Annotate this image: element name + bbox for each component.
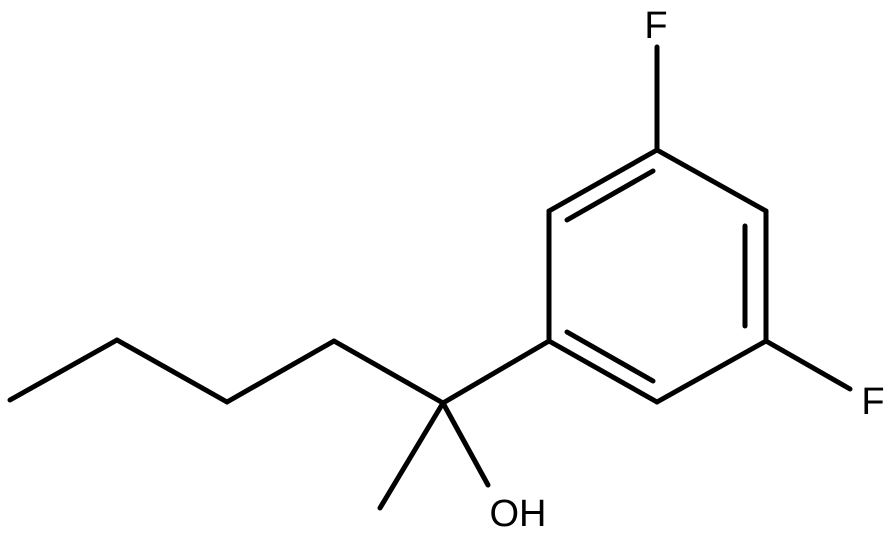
bond-quaternary-carbon-hydroxyl	[440, 400, 491, 488]
fluorine-top-label: F	[644, 5, 667, 47]
ring-inner-double-bond-bottom-left	[564, 329, 656, 384]
ring-bond-3	[654, 147, 769, 214]
hydroxyl-label: OH	[490, 493, 547, 535]
ring-bond-5	[654, 338, 769, 405]
ring-bond-2	[546, 147, 660, 214]
butyl-chain	[7, 337, 446, 406]
ring-bond-6	[546, 338, 660, 405]
bond-quaternary-carbon-methyl	[377, 400, 446, 511]
bond-ring-fluorine-right	[763, 338, 853, 392]
ring-inner-double-bond-top-left	[564, 168, 656, 223]
fluorine-substituents	[654, 44, 853, 392]
bond-c3-c4	[224, 338, 337, 405]
substituents	[377, 338, 552, 511]
fluorine-right-label: F	[861, 381, 884, 423]
bond-c1-c2	[7, 337, 120, 403]
bond-c2-c3	[114, 337, 230, 405]
bond-c4-quaternary-carbon	[331, 338, 446, 406]
benzene-ring	[546, 147, 769, 405]
bond-quaternary-carbon-ring	[440, 338, 552, 406]
